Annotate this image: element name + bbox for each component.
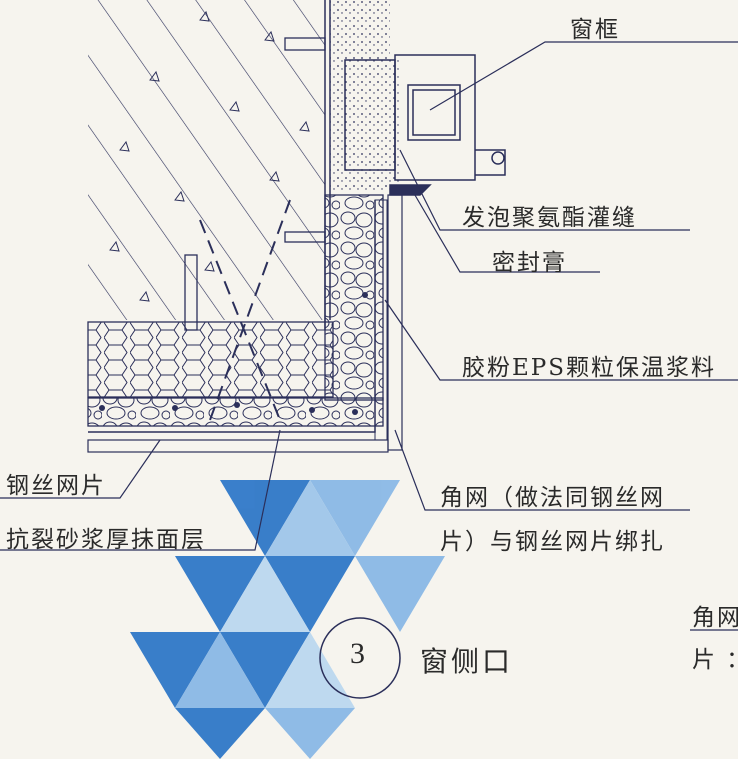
label-crack-mortar: 抗裂砂浆厚抹面层: [6, 527, 206, 553]
label-eps-mortar: 胶粉EPS颗粒保温浆料: [462, 355, 717, 381]
label-cut-line2: 片 ：: [692, 647, 738, 673]
window-frame-section: [324, 0, 506, 330]
label-window-frame: 窗框: [570, 17, 620, 43]
label-cut-line1: 角网: [692, 605, 738, 631]
label-corner-mesh-line1: 角网（做法同钢丝网: [440, 485, 665, 511]
detail-number: 3: [350, 637, 365, 670]
detail-title: 窗侧口: [420, 645, 514, 678]
detail-number-circle: [319, 617, 401, 699]
label-wire-mesh: 钢丝网片: [6, 473, 106, 499]
watermark-triangles: [130, 480, 445, 759]
insulation-layers: [87, 194, 403, 453]
label-sealant: 密封膏: [492, 250, 567, 276]
label-corner-mesh-line2: 片）与钢丝网片绑扎: [440, 529, 665, 555]
label-foam-polyurethane: 发泡聚氨酯灌缝: [462, 205, 637, 231]
leader-lines: [0, 41, 738, 631]
